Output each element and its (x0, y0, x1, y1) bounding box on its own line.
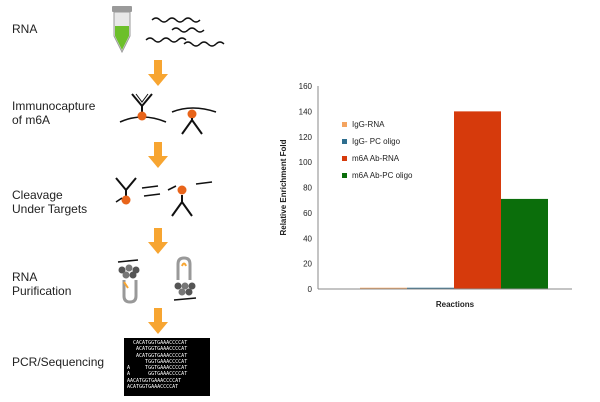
step-label-rna: RNA (12, 22, 38, 36)
y-tick-label: 60 (303, 209, 312, 218)
step-label-cleavage: Cleavage Under Targets (12, 188, 88, 216)
y-tick-label: 140 (299, 107, 313, 116)
sequence-read-line: ACATGGTGAAACCCCAT (127, 384, 179, 391)
bar-m6a-ab-rna (454, 111, 501, 289)
step-label-pcr: PCR/Sequencing (12, 355, 105, 369)
rna-tube-icon (112, 6, 225, 54)
y-tick-label: 20 (303, 260, 312, 269)
legend-label: m6A Ab-PC oligo (352, 171, 413, 180)
sequence-read-line: AACATGGTGAAACCCCAT (127, 377, 182, 384)
immunocapture-antibody-icon (119, 93, 217, 135)
cleavage-antibody-icon (115, 177, 213, 217)
legend-label: IgG- PC oligo (352, 137, 401, 146)
down-arrow-icon (148, 60, 168, 86)
y-axis-title: Relative Enrichment Fold (279, 139, 288, 235)
sequence-read-line: A GGTGAAACCCCAT (127, 371, 188, 378)
sequence-read-line: CACATGGTGAAACCCCAT (127, 340, 188, 346)
y-tick-label: 160 (299, 82, 313, 91)
legend-label: IgG-RNA (352, 120, 385, 129)
y-tick-label: 40 (303, 234, 312, 243)
purification-beads-icon (117, 256, 197, 304)
legend-swatch (342, 139, 347, 144)
down-arrow-icon (148, 142, 168, 168)
sequence-read-line: A TGGTGAAACCCCAT (127, 365, 188, 372)
sequence-read-line: ACATGGTGAAACCCCAT (127, 346, 188, 353)
bar-igg-rna (360, 287, 407, 289)
step-label-immunocapture: Immunocapture of m6A (12, 99, 96, 127)
sequence-read-line: TGGTGAAACCCCAT (127, 358, 188, 365)
step-label-purification: RNA Purification (12, 270, 72, 298)
sequence-read-line: ACATGGTGAAACCCCAT (127, 352, 188, 359)
legend-swatch (342, 122, 347, 127)
legend-label: m6A Ab-RNA (352, 154, 400, 163)
enrichment-bar-chart: 0 20 40 60 80 100 120 140 160 IgG-RNA IgG- PC oli… (279, 82, 572, 309)
legend-swatch (342, 173, 347, 178)
sequencing-reads-panel: CACATGGTGAAACCCCAT ACATGGTGAAACCCCAT ACA… (124, 338, 210, 396)
down-arrow-icon (148, 228, 168, 254)
y-tick-label: 120 (299, 133, 313, 142)
bar-igg-pc-oligo (407, 287, 454, 289)
x-axis-title: Reactions (436, 300, 475, 309)
y-tick-label: 0 (308, 285, 313, 294)
legend-swatch (342, 156, 347, 161)
y-tick-label: 80 (303, 184, 312, 193)
down-arrow-icon (148, 308, 168, 334)
bar-m6a-ab-pc-oligo (501, 198, 548, 289)
y-tick-label: 100 (299, 158, 313, 167)
